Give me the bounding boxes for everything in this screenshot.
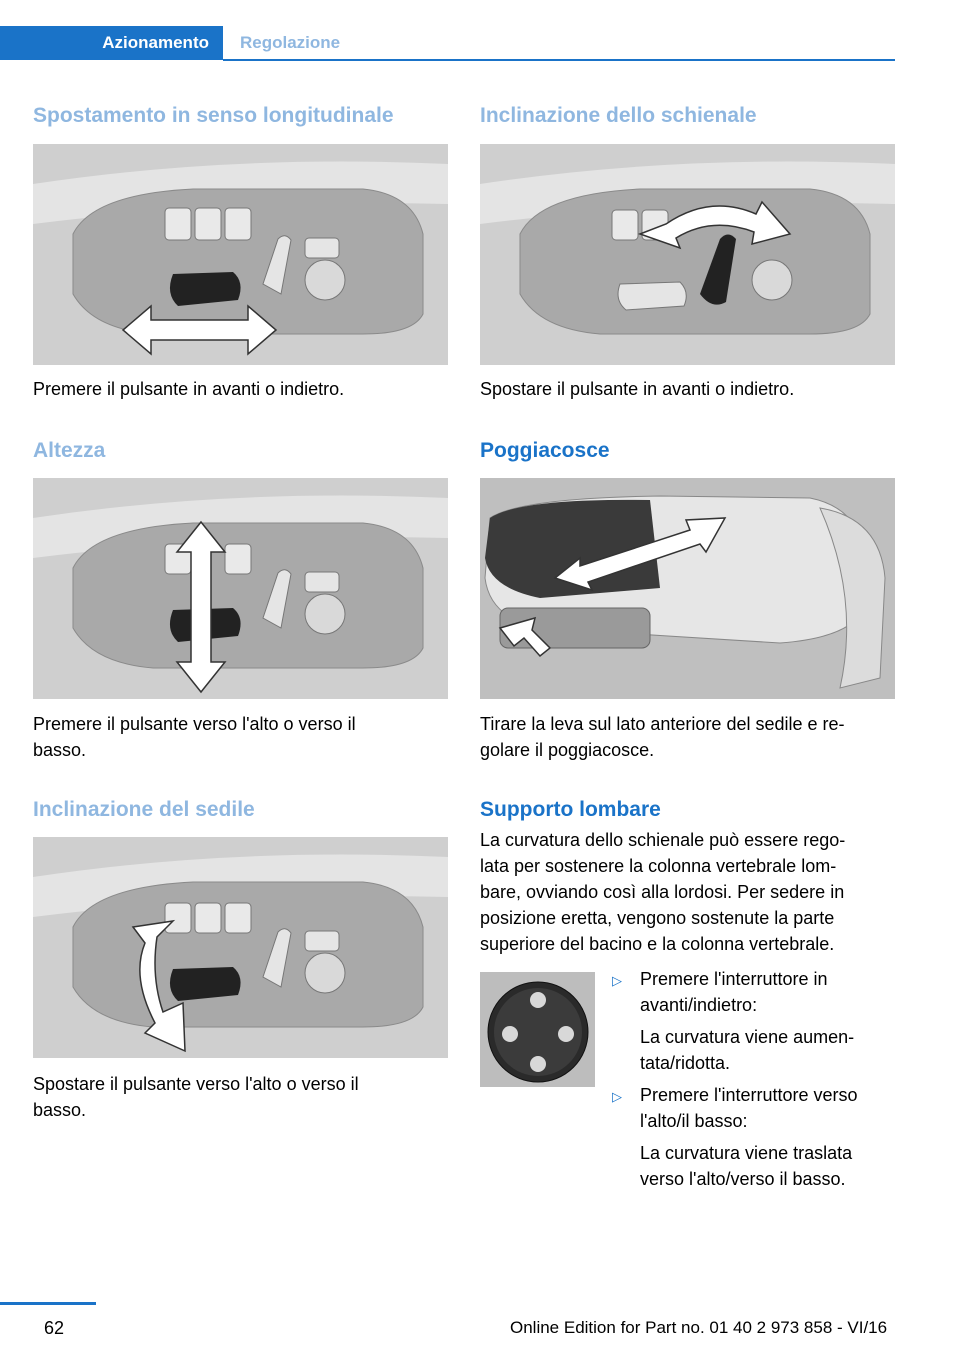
seat-tilt-figure bbox=[33, 837, 448, 1058]
bullet2-l1: Premere l'interruttore verso bbox=[640, 1085, 858, 1105]
heading-poggiacosce: Poggiacosce bbox=[480, 439, 610, 462]
seat-height-figure bbox=[33, 478, 448, 699]
heading-schienale: Inclinazione dello schienale bbox=[480, 104, 757, 127]
seat-longitudinal-figure bbox=[33, 144, 448, 365]
lombare-line-2: lata per sostenere la colonna vertebrale… bbox=[480, 856, 837, 876]
backrest-tilt-figure bbox=[480, 144, 895, 365]
lumbar-switch-figure bbox=[480, 972, 595, 1087]
text-inclinazione-l1: Spostare il pulsante verso l'alto o vers… bbox=[33, 1074, 359, 1094]
arrow-curved-tilt bbox=[131, 919, 186, 1053]
heading-altezza: Altezza bbox=[33, 439, 106, 462]
arrow-small-lever bbox=[498, 616, 552, 658]
footer-rule bbox=[0, 1302, 96, 1305]
arrow-up-down bbox=[175, 520, 227, 694]
text-poggiacosce-l2: golare il poggiacosce. bbox=[480, 740, 655, 760]
bullet2-r1: La curvatura viene traslata bbox=[640, 1143, 853, 1163]
lombare-line-3: bare, ovviando così alla lordosi. Per se… bbox=[480, 882, 845, 902]
text-spostamento: Premere il pulsante in avanti o indietro… bbox=[33, 379, 345, 399]
bullet1-r2: tata/ridotta. bbox=[640, 1053, 731, 1073]
arrow-diagonal bbox=[553, 517, 727, 592]
bullet2-r2: verso l'alto/verso il basso. bbox=[640, 1169, 846, 1189]
text-altezza-l1: Premere il pulsante verso l'alto o verso… bbox=[33, 714, 356, 734]
bullet2-l2: l'alto/il basso: bbox=[640, 1111, 748, 1131]
heading-spostamento: Spostamento in senso longitudinale bbox=[33, 104, 394, 127]
text-schienale: Spostare il pulsante in avanti o indietr… bbox=[480, 379, 795, 399]
bullet-triangle-icon: ▷ bbox=[612, 973, 622, 988]
text-altezza-l2: basso. bbox=[33, 740, 87, 760]
heading-inclinazione-sedile: Inclinazione del sedile bbox=[33, 798, 255, 821]
header-rule bbox=[223, 59, 895, 61]
arrow-curved-backrest bbox=[637, 200, 792, 250]
bullet-triangle-icon: ▷ bbox=[612, 1089, 622, 1104]
bullet1-l2: avanti/indietro: bbox=[640, 995, 758, 1015]
lombare-line-4: posizione eretta, vengono sostenute la p… bbox=[480, 908, 835, 928]
edition-text: Online Edition for Part no. 01 40 2 973 … bbox=[510, 1318, 888, 1337]
thigh-support-figure bbox=[480, 478, 895, 699]
bullet1-r1: La curvatura viene aumen- bbox=[640, 1027, 855, 1047]
text-inclinazione-l2: basso. bbox=[33, 1100, 87, 1120]
tab-azionamento[interactable]: Azionamento bbox=[0, 26, 223, 60]
header-tabs: Azionamento Regolazione bbox=[0, 26, 895, 61]
page-number: 62 bbox=[44, 1318, 65, 1338]
text-poggiacosce-l1: Tirare la leva sul lato anteriore del se… bbox=[480, 714, 845, 734]
tab-regolazione[interactable]: Regolazione bbox=[240, 33, 341, 52]
lombare-line-1: La curvatura dello schienale può essere … bbox=[480, 830, 846, 850]
heading-supporto-lombare: Supporto lombare bbox=[480, 798, 661, 821]
lombare-line-5: superiore del bacino e la colonna verteb… bbox=[480, 934, 835, 954]
arrow-left-right bbox=[121, 304, 278, 356]
bullet1-l1: Premere l'interruttore in bbox=[640, 969, 828, 989]
